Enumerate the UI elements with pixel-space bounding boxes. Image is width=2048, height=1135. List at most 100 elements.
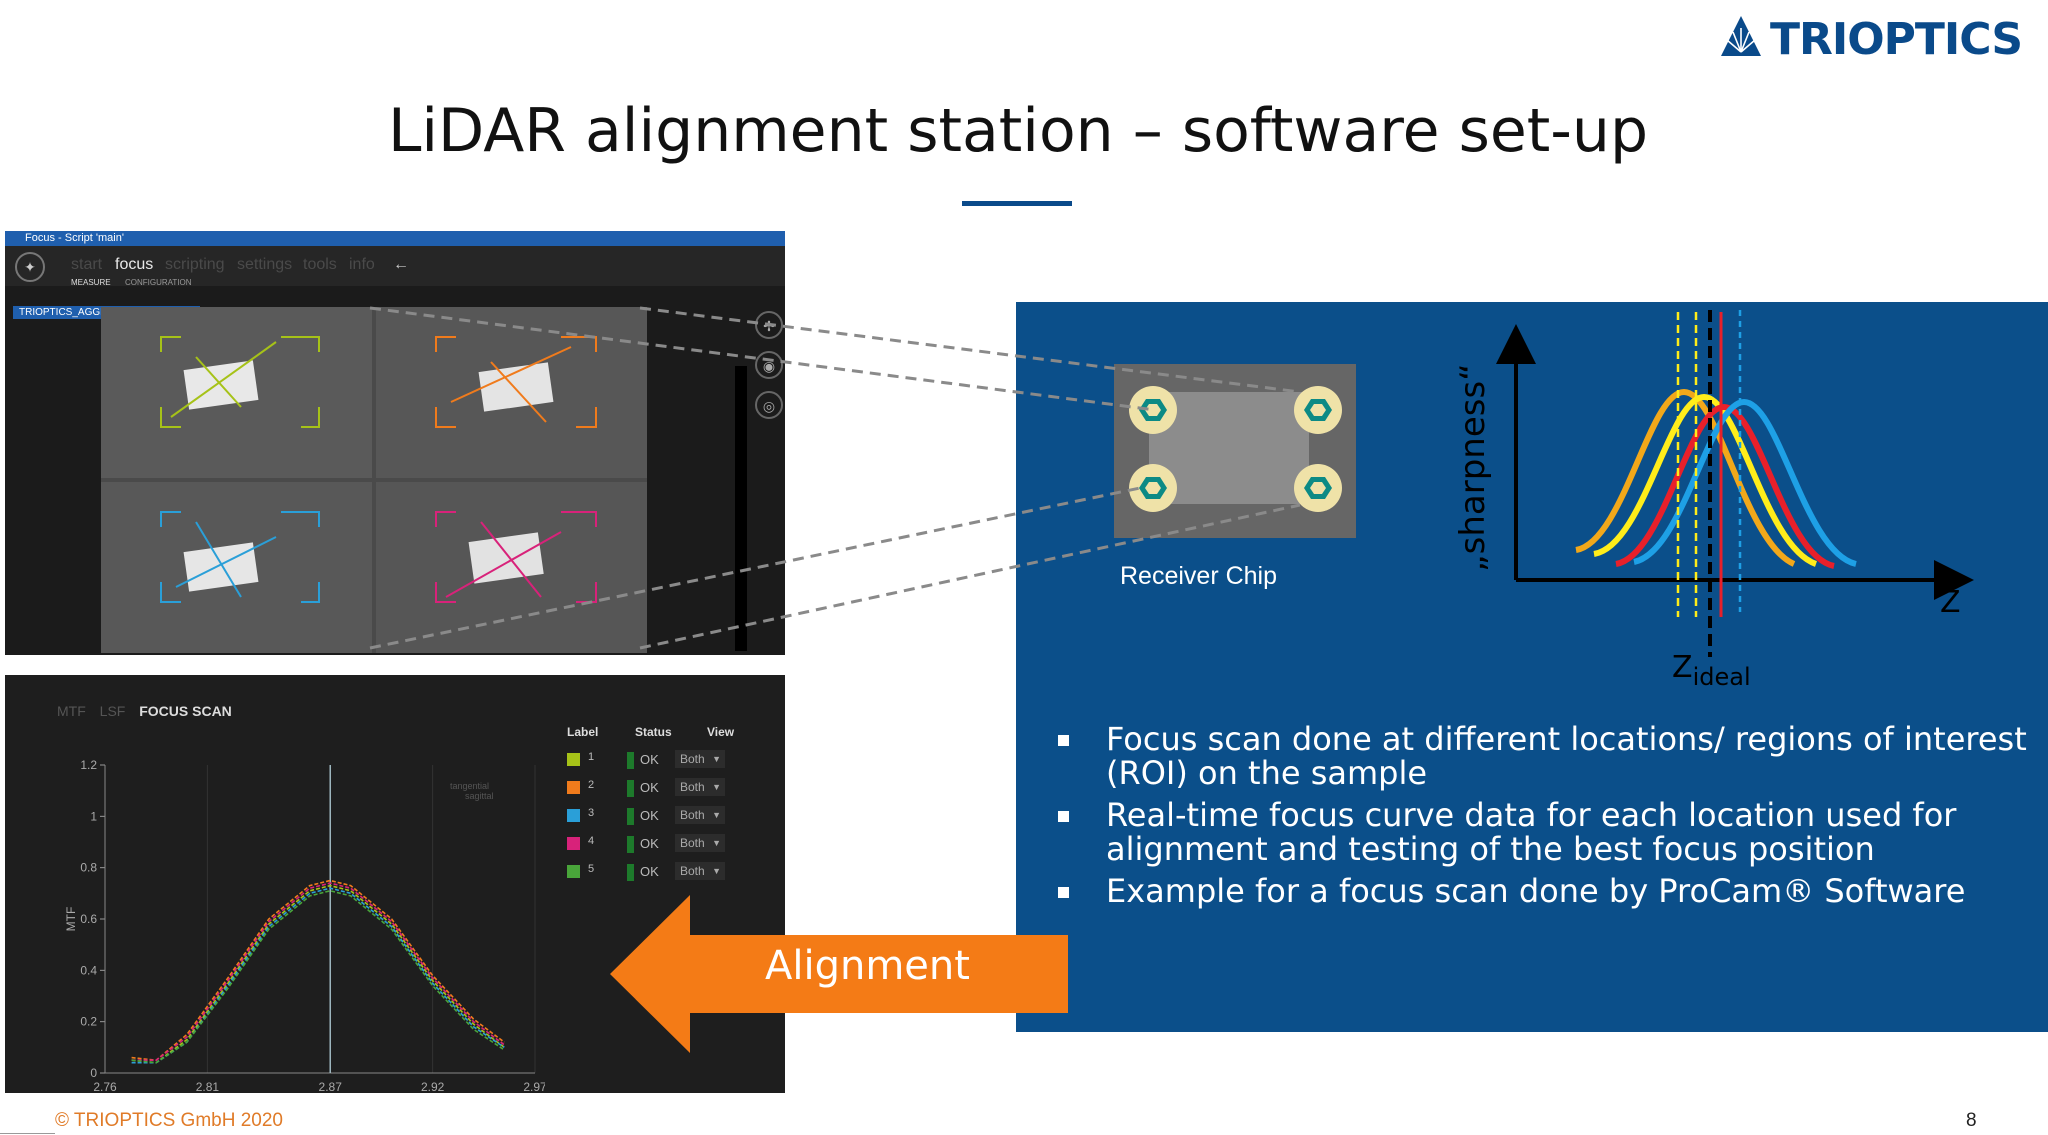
- color-swatch: [567, 809, 580, 822]
- trioptics-logo: TRIOPTICS: [1715, 8, 2023, 68]
- y-axis-label: MTF: [64, 907, 78, 932]
- menu-scripting[interactable]: scripting: [165, 256, 225, 273]
- x-tick-label: 2.97: [523, 1080, 545, 1093]
- chevron-down-icon: ▼: [712, 838, 721, 848]
- submenu-measure[interactable]: MEASURE: [71, 278, 111, 287]
- status-text: OK: [640, 752, 659, 767]
- color-swatch: [567, 781, 580, 794]
- view-dropdown[interactable]: Both▼: [675, 750, 725, 768]
- back-arrow-icon[interactable]: ←: [393, 256, 409, 273]
- col-status: Status: [635, 725, 672, 739]
- status-indicator: [627, 864, 634, 881]
- view-value: Both: [680, 752, 705, 766]
- chevron-down-icon: ▼: [712, 810, 721, 820]
- chip-roi-marker: [1294, 464, 1342, 512]
- menu-tools[interactable]: tools: [303, 256, 337, 273]
- bullet-item: Focus scan done at different locations/ …: [1026, 722, 2036, 790]
- curve-orange: [1575, 388, 1796, 567]
- menu-start[interactable]: start: [71, 256, 103, 273]
- chip-label: Receiver Chip: [1120, 562, 1278, 590]
- series-line-4: [131, 882, 505, 1062]
- view-value: Both: [680, 864, 705, 878]
- table-row[interactable]: 4 OK Both ▼: [555, 831, 775, 859]
- menu-settings[interactable]: settings: [237, 256, 293, 273]
- legend-sagittal: sagittal: [465, 791, 494, 801]
- col-label: Label: [567, 725, 599, 739]
- focus-scan-plot: 2.762.812.872.922.9700.20.40.60.811.2Dis…: [64, 758, 545, 1093]
- sharpness-diagram: „sharpness“ Z Zideal: [1453, 310, 1974, 691]
- menu-info[interactable]: info: [349, 256, 375, 273]
- info-panel: Receiver Chip „sharpness“ Z Zideal Focus…: [1016, 302, 2048, 1032]
- chevron-down-icon: ▼: [712, 782, 721, 792]
- app-home-icon[interactable]: ✦: [15, 252, 45, 282]
- tab-lsf[interactable]: LSF: [99, 703, 126, 719]
- status-text: OK: [640, 836, 659, 851]
- window-titlebar: Focus - Script 'main': [5, 231, 785, 246]
- view-dropdown[interactable]: Both▼: [675, 778, 725, 796]
- camera-view: [101, 307, 647, 653]
- menu-bar: ✦ start focus scripting settings tools i…: [5, 246, 785, 287]
- status-text: OK: [640, 864, 659, 879]
- logo-icon: [1721, 16, 1761, 56]
- view-value: Both: [680, 808, 705, 822]
- view-dropdown[interactable]: Both ▼: [675, 862, 725, 880]
- status-text: OK: [640, 780, 659, 795]
- footer-copyright: © TRIOPTICS GmbH 2020: [55, 1110, 283, 1131]
- row-label: 3: [588, 807, 595, 819]
- view-tabs: MTF LSF FOCUS SCAN: [57, 703, 242, 719]
- x-tick-label: 2.81: [196, 1080, 220, 1093]
- color-swatch: [567, 865, 580, 878]
- view-toolbar: ✢ ◉ ◎: [755, 311, 785, 431]
- chip-roi-marker: [1294, 386, 1342, 434]
- status-indicator: [627, 836, 634, 853]
- page-number: 8: [1966, 1110, 1977, 1131]
- status-text: OK: [640, 808, 659, 823]
- curve-red: [1615, 403, 1835, 569]
- chip-roi-marker: [1129, 464, 1177, 512]
- z-ideal-label: Zideal: [1672, 650, 1751, 691]
- receiver-chip: [1114, 364, 1356, 538]
- chip-roi-marker: [1129, 386, 1177, 434]
- bullet-list: Focus scan done at different locations/ …: [1026, 722, 2036, 916]
- view-value: Both: [680, 836, 705, 850]
- bullet-item: Example for a focus scan done by ProCam®…: [1026, 874, 2036, 908]
- chevron-down-icon: ▼: [712, 866, 721, 876]
- crosshair-icon[interactable]: ✢: [755, 311, 783, 339]
- footer-divider: [0, 1133, 55, 1134]
- status-indicator: [627, 780, 634, 797]
- y-tick-label: 1.2: [80, 758, 97, 772]
- title-underline: [962, 201, 1072, 206]
- view-dropdown[interactable]: Both ▼: [675, 806, 725, 824]
- submenu-configuration[interactable]: CONFIGURATION: [125, 278, 192, 287]
- x-tick-label: 2.92: [421, 1080, 445, 1093]
- view-dropdown[interactable]: Both ▼: [675, 834, 725, 852]
- tab-mtf[interactable]: MTF: [57, 703, 86, 719]
- curve-blue: [1633, 398, 1857, 567]
- status-indicator: [627, 752, 634, 769]
- menu-focus[interactable]: focus: [115, 256, 154, 273]
- camera-icon[interactable]: ◉: [755, 351, 783, 379]
- y-tick-label: 0.8: [80, 861, 97, 875]
- y-tick-label: 0.6: [80, 912, 97, 926]
- table-row[interactable]: 3 OK Both ▼: [555, 803, 775, 831]
- legend-tangential: tangential: [450, 781, 489, 791]
- y-tick-label: 0.2: [80, 1015, 97, 1029]
- row-label: 4: [588, 835, 595, 847]
- curve-yellow: [1593, 393, 1818, 567]
- eye-icon[interactable]: ◎: [755, 391, 783, 419]
- tab-focus-scan[interactable]: FOCUS SCAN: [139, 703, 232, 719]
- series-line-2: [131, 879, 505, 1062]
- alignment-arrow: Alignment: [610, 895, 1068, 1053]
- color-swatch: [567, 753, 580, 766]
- focus-software-window: Focus - Script 'main' ✦ start focus scri…: [5, 231, 785, 655]
- exposure-bar: [735, 366, 747, 651]
- y-tick-label: 0.4: [80, 963, 97, 977]
- arrow-label: Alignment: [765, 943, 970, 989]
- bullet-item: Real-time focus curve data for each loca…: [1026, 798, 2036, 866]
- y-tick-label: 1: [90, 809, 97, 823]
- status-indicator: [627, 808, 634, 825]
